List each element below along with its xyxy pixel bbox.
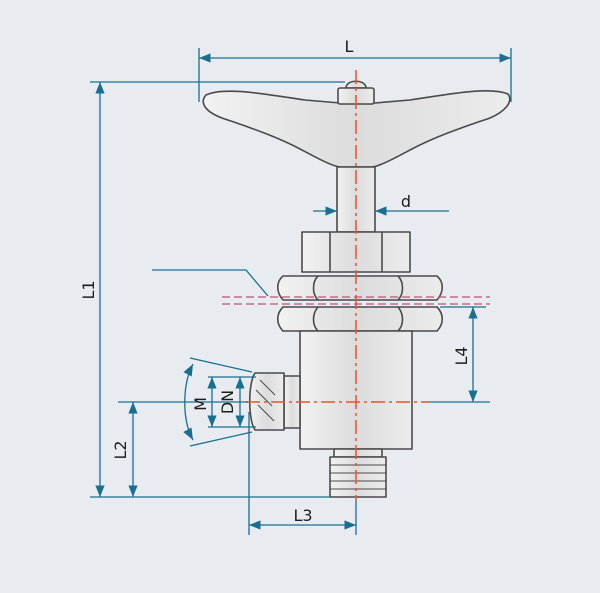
outlet-thread <box>329 456 387 498</box>
label-L: L <box>345 37 354 56</box>
label-L3: L3 <box>293 506 312 525</box>
thread-hatching <box>255 379 386 490</box>
label-L2: L2 <box>111 440 130 459</box>
label-L1: L1 <box>79 280 98 299</box>
center-lines <box>246 70 430 500</box>
lower-panel-nut <box>276 306 444 332</box>
label-L4: L4 <box>452 346 471 365</box>
valve-outline <box>202 80 511 498</box>
outlet-fitting <box>333 448 383 458</box>
panel-lines <box>222 296 490 305</box>
label-DN: DN <box>218 390 237 414</box>
label-d: d <box>401 192 411 211</box>
dimension-lines <box>90 48 512 535</box>
label-M: M <box>191 397 210 411</box>
dimension-labels: L L1 L2 L3 L4 d M DN <box>79 37 471 525</box>
